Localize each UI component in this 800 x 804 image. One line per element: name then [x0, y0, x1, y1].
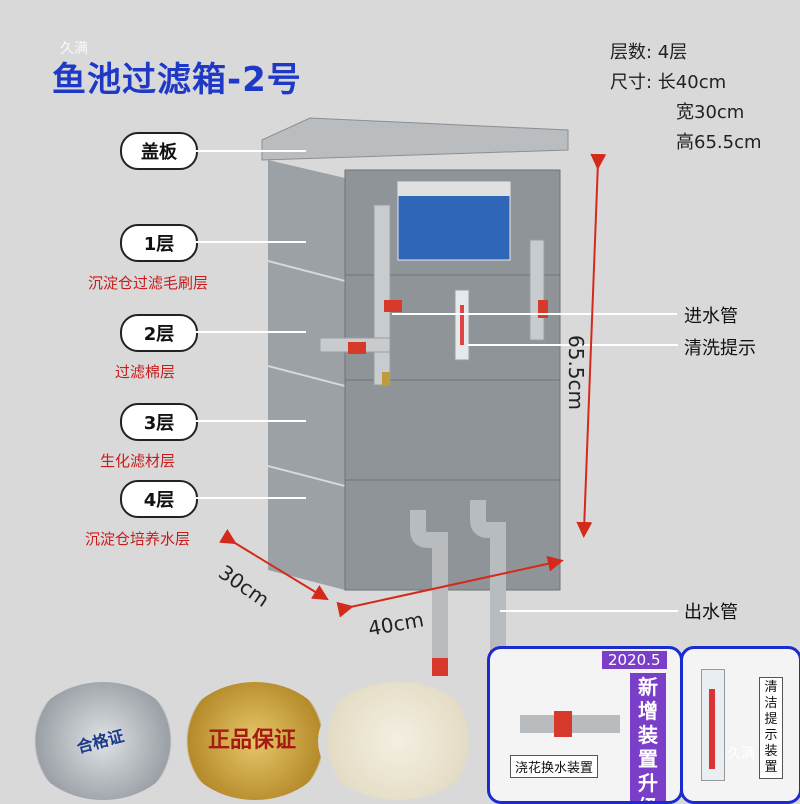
- dimension-height: 65.5cm: [564, 335, 588, 411]
- leader-line: [196, 420, 306, 422]
- inset-cleaning-text: 清洁提示装置: [759, 677, 783, 779]
- authentic-seal: 正品保证: [180, 682, 330, 800]
- inset-date: 2020.5: [602, 651, 667, 669]
- leader-line: [196, 150, 306, 152]
- layer-badge-3: 3层: [120, 403, 198, 441]
- spec-layers: 层数: 4层: [610, 42, 688, 63]
- leader-line: [468, 344, 678, 346]
- tier-3: [268, 367, 561, 486]
- indicator-shape: [709, 689, 715, 769]
- layer-desc-4: 沉淀仓培养水层: [85, 530, 191, 548]
- spec-width: 宽30cm: [676, 102, 745, 123]
- layer-badge-lid: 盖板: [120, 132, 198, 170]
- layer-desc-2: 过滤棉层: [115, 363, 176, 381]
- leader-line: [196, 331, 306, 333]
- seal-text: 正品保证: [207, 728, 296, 753]
- inset-caption: 浇花换水装置: [510, 755, 599, 778]
- page-title: 鱼池过滤箱-2号: [52, 60, 302, 100]
- layer-desc-1: 沉淀仓过滤毛刷层: [88, 274, 209, 292]
- qualification-seal: 合格证: [28, 682, 178, 800]
- callout-outlet: 出水管: [684, 602, 738, 623]
- inset-cleaning-indicator: 清洁提示装置 久满: [680, 646, 800, 804]
- layer-badge-2: 2层: [120, 314, 198, 352]
- leader-line: [196, 497, 306, 499]
- inset-watermark: 久满: [727, 746, 755, 762]
- filter-box-illustration: [261, 117, 569, 676]
- layer-badge-4: 4层: [120, 480, 198, 518]
- leader-line: [196, 241, 306, 243]
- spec-size: 尺寸: 长40cm: [610, 72, 727, 93]
- valve-shape: [554, 711, 572, 737]
- leader-line: [500, 610, 678, 612]
- layer-desc-3: 生化滤材层: [100, 452, 176, 470]
- layer-badge-1: 1层: [120, 224, 198, 262]
- quality-sticker: [318, 682, 478, 800]
- callout-cleaning: 清洗提示: [684, 338, 756, 359]
- watermark: 久满: [60, 41, 88, 57]
- inset-watering-device: 2020.5 新增装置升级 浇花换水装置: [487, 646, 683, 804]
- seal-text: 合格证: [74, 726, 127, 757]
- spec-height: 高65.5cm: [676, 132, 762, 153]
- lid: [261, 117, 569, 161]
- leader-line: [392, 313, 677, 315]
- callout-inlet: 进水管: [684, 306, 738, 327]
- inset-upgrade-text: 新增装置升级: [630, 673, 666, 801]
